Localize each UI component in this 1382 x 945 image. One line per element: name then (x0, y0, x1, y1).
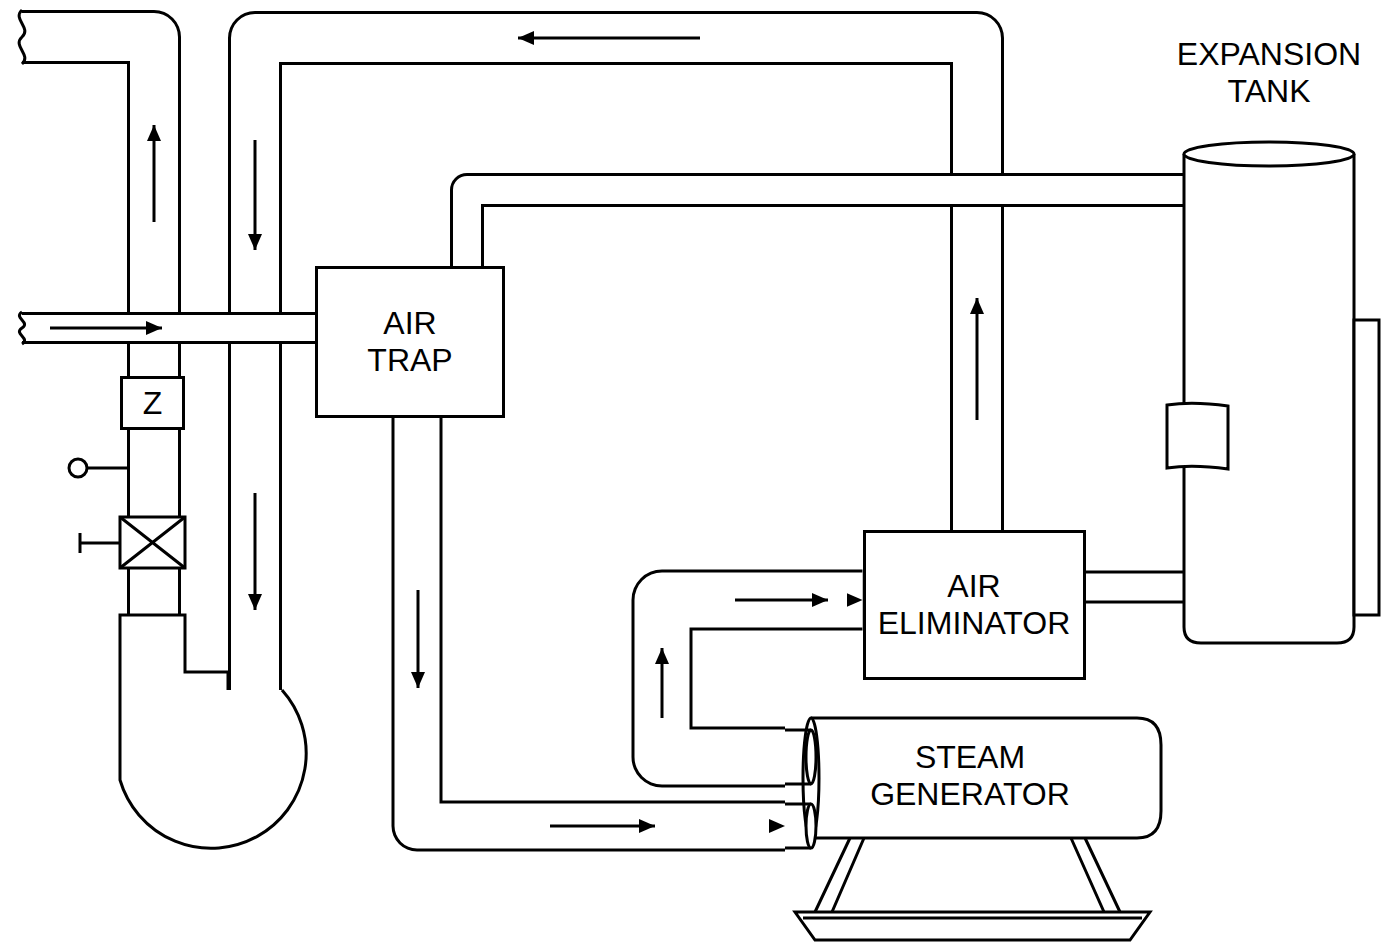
component-label: AIR TRAP (350, 305, 470, 379)
valve-cross (120, 517, 185, 568)
air-eliminator-box: AIR ELIMINATOR (863, 530, 1086, 680)
pump-casing (120, 615, 306, 848)
flow-arrow (417, 590, 420, 688)
generator-legs (815, 838, 1120, 912)
flow-arrow (735, 599, 828, 602)
expansion-tank: EXPANSION TANK (1183, 140, 1355, 645)
flow-arrow (550, 825, 655, 828)
component-label: Z (143, 385, 163, 422)
flow-arrow (153, 125, 156, 222)
flow-arrow (254, 140, 257, 250)
sight-window (1167, 403, 1228, 469)
strainer-box: Z (120, 376, 185, 430)
pump-casing-fill (120, 615, 306, 848)
pipe-bore (1086, 574, 1184, 601)
pipe-break-end (19, 312, 24, 344)
tank-top (1184, 142, 1354, 166)
valve-handle (80, 533, 120, 553)
pipe-connector (467, 190, 1183, 266)
flow-arrow (50, 327, 162, 330)
nozzle-face (806, 730, 816, 784)
generator-base (795, 912, 1150, 940)
tank-shell (1184, 154, 1354, 643)
flow-arrow (254, 493, 257, 610)
flow-arrow (661, 648, 664, 718)
air-trap-box: AIR TRAP (315, 266, 505, 418)
steam-generator: STEAM GENERATOR (785, 715, 1162, 843)
nozzle-face (806, 804, 816, 848)
pipe-break-end (19, 10, 25, 64)
tank-label: EXPANSION TANK (1158, 36, 1380, 110)
level-gauge (1354, 320, 1379, 615)
component-label: STEAM GENERATOR (850, 715, 1090, 813)
gauge-stem (87, 467, 128, 470)
pipe-wall (467, 190, 1183, 266)
pressure-gauge (69, 459, 87, 477)
inlet-pipe-wall (22, 312, 318, 344)
pipe-wall (1086, 571, 1184, 604)
flow-arrow (976, 298, 979, 420)
component-label: AIR ELIMINATOR (872, 568, 1077, 642)
valve-body (120, 517, 185, 568)
pipe-connector (1086, 587, 1184, 588)
pipe-bore (467, 190, 1183, 266)
flow-arrow-group (50, 38, 977, 826)
tank-outline (1183, 140, 1355, 645)
inlet-pipe-bore (22, 315, 318, 341)
flow-arrow (518, 37, 700, 40)
